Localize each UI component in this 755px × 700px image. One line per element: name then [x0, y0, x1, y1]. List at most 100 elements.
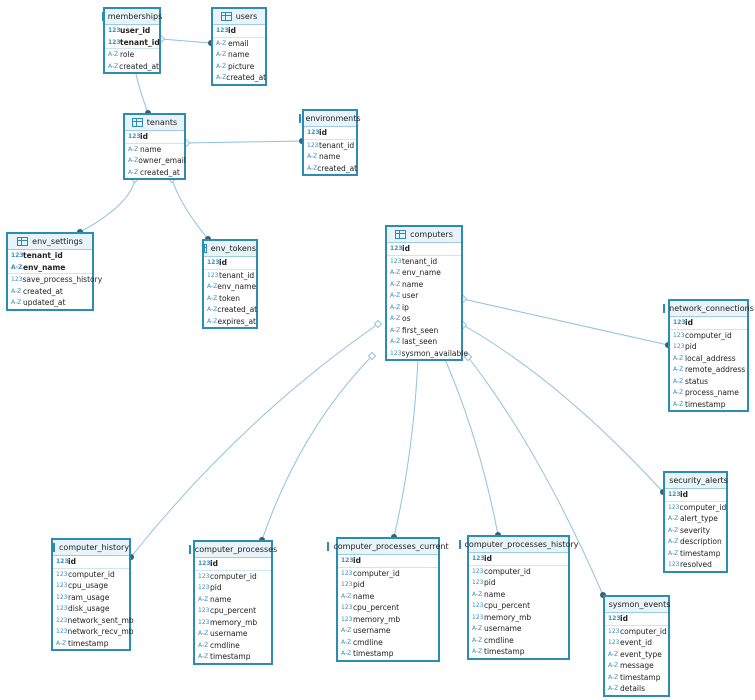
entity-header[interactable]: env_tokens [204, 241, 256, 257]
entity-header[interactable]: computers [387, 227, 461, 243]
entity-header[interactable]: computer_processes_current [327, 539, 449, 555]
entity-header[interactable]: security_alerts [663, 473, 728, 489]
entity-header[interactable]: environments [299, 111, 361, 127]
entity-header[interactable]: tenants [125, 115, 184, 131]
entity-header[interactable]: network_connections [663, 301, 754, 317]
entity-header[interactable]: computer_history [52, 540, 129, 556]
entity-header[interactable]: computer_processes_history [458, 537, 578, 553]
entity-header[interactable]: computer_processes [188, 542, 277, 558]
